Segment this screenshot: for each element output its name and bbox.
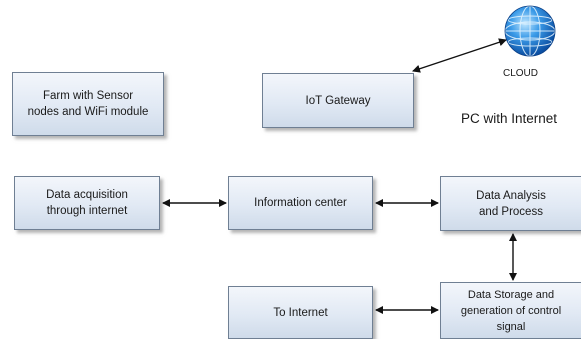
globe-icon (504, 5, 556, 57)
node-acquisition-label: Data acquisition through internet (46, 189, 128, 217)
cloud-label: CLOUD (503, 68, 539, 79)
pc-label: PC with Internet (461, 111, 558, 126)
node-analysis: Data Analysis and Process (440, 176, 581, 231)
node-acquisition: Data acquisition through internet (14, 176, 160, 230)
edge-gateway-cloud (412, 38, 507, 73)
node-info-center: Information center (228, 176, 373, 230)
node-to-internet-label: To Internet (273, 306, 328, 319)
node-farm-label: Farm with Sensor nodes and WiFi module (27, 90, 149, 118)
node-storage: Data Storage and generation of control s… (440, 282, 581, 339)
node-gateway-label: IoT Gateway (305, 94, 371, 107)
node-storage-label: Data Storage and generation of control s… (460, 288, 562, 333)
node-analysis-label: Data Analysis and Process (476, 189, 546, 218)
node-gateway: IoT Gateway (262, 73, 414, 128)
node-info-center-label: Information center (254, 197, 347, 209)
node-farm: Farm with Sensor nodes and WiFi module (12, 72, 164, 136)
